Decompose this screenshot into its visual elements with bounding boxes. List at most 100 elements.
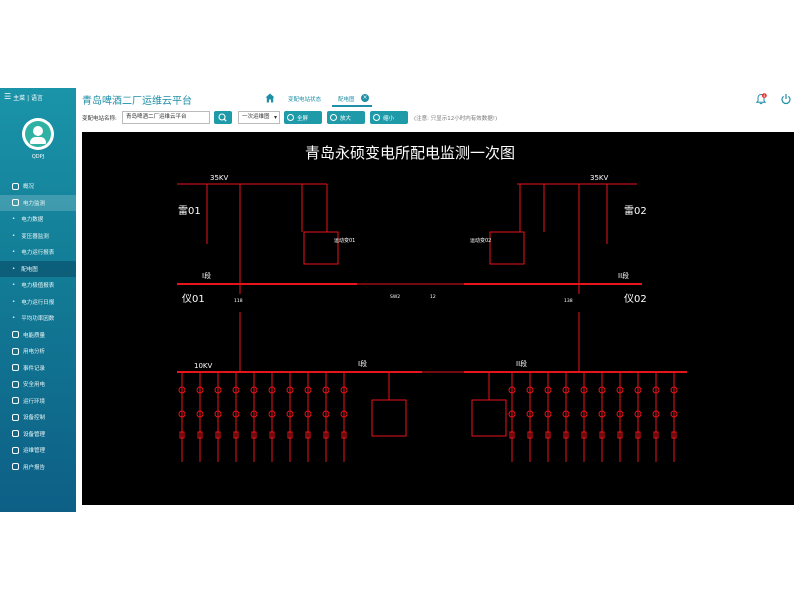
tab-distribution-diagram[interactable]: 配电图 xyxy=(338,97,355,103)
active-tab-indicator xyxy=(332,105,372,107)
switch-symbol xyxy=(580,410,588,418)
tie-label: 12 xyxy=(430,294,436,300)
sidebar-item-2[interactable]: 电力数据 xyxy=(0,211,76,228)
zoom-in-icon xyxy=(330,114,337,121)
switch-symbol xyxy=(250,386,258,394)
sidebar-item-label: 配电图 xyxy=(21,266,38,273)
event-log-icon xyxy=(12,364,19,372)
ops-manage-icon xyxy=(12,446,19,454)
sidebar-top-label[interactable]: 主菜 | 语言 xyxy=(13,94,44,102)
sidebar-item-label: 用电分析 xyxy=(23,349,46,356)
transformer1-label: 运动变01 xyxy=(334,237,355,244)
bell-icon[interactable]: 4 xyxy=(755,93,767,105)
seg1-top-label: I段 xyxy=(202,271,211,280)
sidebar-item-7[interactable]: 电力运行日报 xyxy=(0,294,76,311)
view-type-select[interactable]: 一次运维图 xyxy=(238,111,280,124)
alert-count: 4 xyxy=(763,94,765,98)
switch-symbol xyxy=(214,410,222,418)
toolbar: 变配电站名称: 青岛啤酒二厂运维云平台 一次运维图 全屏 放大 缩小 (注意: … xyxy=(76,110,800,126)
switch-symbol xyxy=(544,386,552,394)
switch-symbol xyxy=(616,410,624,418)
sidebar-item-label: 电力数据 xyxy=(21,217,44,224)
switch-symbol xyxy=(634,410,642,418)
username: QDPJ xyxy=(31,154,45,160)
bus-tie-lower xyxy=(239,362,580,437)
kv35-left-label: 35KV xyxy=(210,174,228,182)
sidebar-item-3[interactable]: 变压器监测 xyxy=(0,228,76,245)
user-report-icon xyxy=(12,463,19,471)
breaker-symbol xyxy=(635,431,641,439)
sidebar-item-15[interactable]: 设备管理 xyxy=(0,426,76,443)
switch-symbol xyxy=(178,386,186,394)
sidebar-item-label: 运维管理 xyxy=(23,448,46,455)
switch-symbol xyxy=(652,386,660,394)
sidebar-item-13[interactable]: 运行环境 xyxy=(0,393,76,410)
sidebar-item-4[interactable]: 电力运行报表 xyxy=(0,244,76,261)
switch-symbol xyxy=(652,410,660,418)
breaker-symbol xyxy=(215,431,221,439)
breaker-symbol xyxy=(251,431,257,439)
incoming-right xyxy=(489,183,637,362)
sidebar-nav: 概况电力监测电力数据变压器监测电力运行报表配电图电力极值报表电力运行日报平均功率… xyxy=(0,178,76,475)
zoom-out-button[interactable]: 缩小 xyxy=(370,111,408,124)
sidebar-item-1[interactable]: 电力监测 xyxy=(0,194,76,211)
tab-station-status[interactable]: 变配电站状态 xyxy=(288,97,322,103)
line-118-label: 118 xyxy=(234,298,243,304)
switch-symbol xyxy=(286,386,294,394)
safety-icon xyxy=(12,380,19,388)
switch-symbol xyxy=(304,410,312,418)
station-name-label: 变配电站名称: xyxy=(82,116,117,122)
line-138-label: 138 xyxy=(564,298,573,304)
overview-icon xyxy=(12,182,19,190)
app-title: 青岛啤酒二厂运维云平台 xyxy=(82,96,192,107)
switch-symbol xyxy=(508,410,516,418)
switch-symbol xyxy=(178,410,186,418)
sidebar-item-0[interactable]: 概况 xyxy=(0,178,76,195)
switch-symbol xyxy=(322,386,330,394)
diagram-canvas[interactable]: 青岛永硕变电所配电监测一次图 xyxy=(82,132,794,505)
breaker-symbol xyxy=(509,431,515,439)
sidebar-item-5[interactable]: 配电图 xyxy=(0,260,76,277)
station-name-input[interactable]: 青岛啤酒二厂运维云平台 xyxy=(122,111,210,124)
switch-symbol xyxy=(304,386,312,394)
menu-icon[interactable]: ☰ xyxy=(4,92,12,101)
sidebar-item-label: 电力运行报表 xyxy=(21,250,55,257)
sidebar-item-8[interactable]: 平均功率因数 xyxy=(0,310,76,327)
lei02-label: 雷02 xyxy=(624,205,647,217)
sidebar-item-9[interactable]: 电能质量 xyxy=(0,327,76,344)
switch-symbol xyxy=(232,386,240,394)
breaker-symbol xyxy=(323,431,329,439)
fullscreen-label: 全屏 xyxy=(297,115,309,122)
sidebar-item-12[interactable]: 安全用电 xyxy=(0,376,76,393)
switch-symbol xyxy=(196,410,204,418)
sidebar-item-6[interactable]: 电力极值报表 xyxy=(0,277,76,294)
power-icon[interactable] xyxy=(780,93,792,105)
zoom-in-button[interactable]: 放大 xyxy=(327,111,365,124)
switch-symbol xyxy=(340,386,348,394)
avatar[interactable] xyxy=(22,118,54,150)
sidebar-item-label: 设备控制 xyxy=(23,415,46,422)
single-line-diagram: 青岛永硕变电所配电监测一次图 xyxy=(177,144,687,462)
home-icon[interactable] xyxy=(265,93,275,103)
switch-symbol xyxy=(670,410,678,418)
zoom-out-icon xyxy=(373,114,380,121)
sidebar-item-label: 设备管理 xyxy=(23,431,46,438)
sidebar-item-16[interactable]: 运维管理 xyxy=(0,442,76,459)
search-icon xyxy=(218,113,226,121)
sidebar-item-14[interactable]: 设备控制 xyxy=(0,409,76,426)
sidebar-item-label: 电力监测 xyxy=(23,200,46,207)
incoming-left xyxy=(177,183,339,362)
close-icon[interactable]: × xyxy=(361,94,369,102)
switch-symbol xyxy=(598,410,606,418)
sidebar-top[interactable]: ☰ 主菜 | 语言 xyxy=(0,88,76,106)
fullscreen-button[interactable]: 全屏 xyxy=(284,111,322,124)
sidebar-item-label: 电力极值报表 xyxy=(21,283,55,290)
search-button[interactable] xyxy=(214,111,232,124)
sidebar-item-10[interactable]: 用电分析 xyxy=(0,343,76,360)
usage-analysis-icon xyxy=(12,347,19,355)
sidebar-item-17[interactable]: 用户报告 xyxy=(0,459,76,476)
breaker-symbol xyxy=(617,431,623,439)
sidebar-item-label: 电力运行日报 xyxy=(21,299,55,306)
switch-symbol xyxy=(232,410,240,418)
sidebar-item-11[interactable]: 事件记录 xyxy=(0,360,76,377)
